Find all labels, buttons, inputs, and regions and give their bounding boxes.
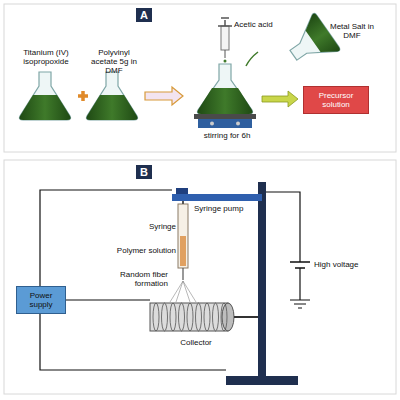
coil-winding [187, 303, 193, 331]
node-text: Power supply [20, 291, 62, 309]
annotation-label: Random fiber formation [102, 270, 168, 288]
annotation-label: High voltage [314, 260, 374, 269]
coil-winding [162, 303, 168, 331]
annotation-label: Syringe [134, 222, 176, 231]
panel-label: B [136, 165, 152, 179]
result-box: Precursor solution [303, 86, 369, 114]
coil-winding [204, 303, 210, 331]
node-text: B [140, 166, 148, 178]
coil-winding [179, 303, 185, 331]
annotation-label: Polyvinyl acetate 5g in DMF [84, 48, 144, 76]
coil-winding [170, 303, 176, 331]
coil-winding [196, 303, 202, 331]
coil-winding [213, 303, 219, 331]
annotation-label: Titanium (IV) isopropoxide [12, 48, 80, 66]
annotation-label: Polymer solution [100, 246, 176, 255]
annotation-label: Acetic acid [234, 20, 284, 29]
node-text: A [140, 9, 148, 21]
coil-winding [153, 303, 159, 331]
annotation-label: Metal Salt in DMF [322, 22, 382, 40]
power-supply-box: Power supply [16, 286, 66, 314]
node-text: Precursor solution [310, 91, 362, 109]
panel-label: A [136, 8, 152, 22]
annotation-label: Syringe pump [194, 204, 254, 213]
annotation-label: Collector [166, 338, 226, 347]
coil-winding [221, 303, 227, 331]
annotation-label: stirring for 6h [192, 131, 262, 140]
